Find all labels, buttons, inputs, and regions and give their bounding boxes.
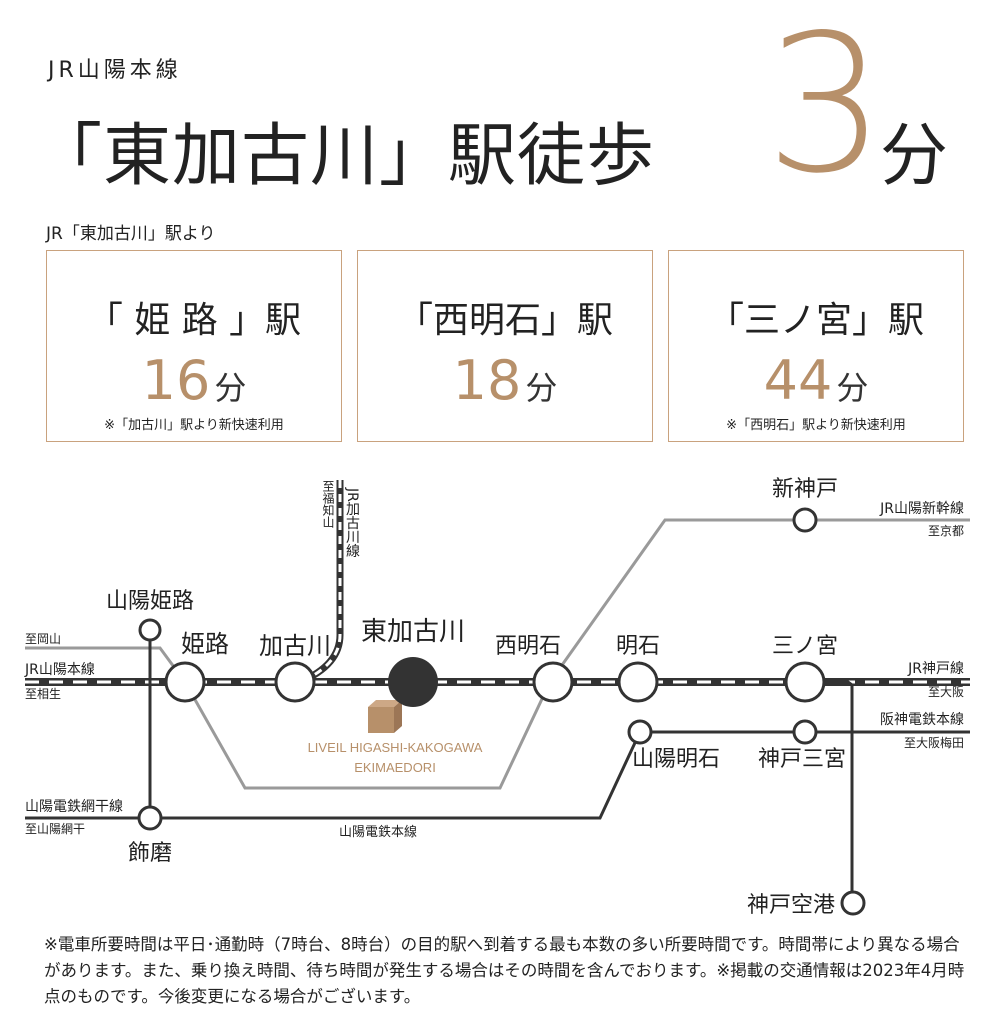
- label-nishi-akashi: 西明石: [495, 634, 561, 659]
- property-name-line2: EKIMAEDORI: [354, 760, 436, 775]
- label-jr-kakogawa-line: JR加古川線: [344, 487, 360, 558]
- label-sanyo-akashi: 山陽明石: [632, 747, 720, 772]
- label-to-osaka: 至大阪: [928, 685, 964, 699]
- shinkansen-line: [548, 518, 970, 683]
- station-shin-kobe: [792, 507, 818, 533]
- route-map: LIVEIL HIGASHI-KAKOGAWA EKIMAEDORI 山陽姫路 …: [24, 477, 970, 918]
- label-kakogawa: 加古川: [259, 632, 331, 660]
- label-shikama: 飾磨: [128, 841, 172, 866]
- label-to-okayama: 至岡山: [25, 632, 61, 646]
- walk-minutes: 3: [765, 0, 886, 215]
- label-kobe-sannomiya: 神戸三宮: [758, 747, 846, 772]
- station-akashi: [617, 661, 659, 703]
- label-hanshin-main: 阪神電鉄本線: [880, 712, 964, 728]
- label-to-sanyo-aboshi: 至山陽網干: [25, 822, 85, 836]
- label-sanyo-aboshi-line: 山陽電鉄網干線: [25, 799, 123, 815]
- from-label: JR「東加古川」駅より: [46, 224, 216, 244]
- label-akashi: 明石: [616, 634, 660, 659]
- box-minutes: 18: [452, 349, 522, 412]
- box-minutes: 16: [141, 349, 211, 412]
- label-to-osaka-umeda: 至大阪梅田: [904, 735, 964, 750]
- box-note: ※「加古川」駅より新快速利用: [104, 418, 284, 433]
- property-icon: [368, 700, 402, 733]
- label-to-kyoto: 至京都: [928, 524, 964, 538]
- station-sanyo-himeji: [138, 618, 162, 642]
- station-nishi-akashi: [532, 661, 574, 703]
- station-kobe-airport: [840, 890, 866, 916]
- line-name: JR山陽本線: [48, 58, 182, 83]
- box-unit: 分: [525, 369, 558, 407]
- label-higashi-kakogawa: 東加古川: [361, 617, 465, 647]
- station-himeji: [164, 661, 206, 703]
- label-jr-sanyo-shinkansen: JR山陽新幹線: [879, 500, 964, 517]
- box-station: 「 姫 路 」駅: [86, 300, 302, 341]
- port-liner-line: [805, 680, 854, 902]
- station-sannomiya: [784, 661, 826, 703]
- label-kobe-airport: 神戸空港: [747, 893, 835, 918]
- headline: 「東加古川」駅徒歩: [34, 117, 656, 196]
- label-jr-sanyo-main: JR山陽本線: [24, 662, 95, 678]
- property-name-line1: LIVEIL HIGASHI-KAKOGAWA: [308, 740, 483, 755]
- label-himeji: 姫路: [181, 630, 229, 658]
- shinkansen-himeji-branch: [183, 681, 552, 790]
- box-station: 「西明石」駅: [396, 300, 613, 341]
- label-shin-kobe: 新神戸: [772, 477, 838, 502]
- label-sanyo-main: 山陽電鉄本線: [339, 824, 417, 840]
- label-to-fukuchiyama: 至福知山: [321, 480, 335, 528]
- station-kakogawa: [274, 661, 316, 703]
- station-shikama: [137, 805, 163, 831]
- label-jr-kobe-line: JR神戸線: [907, 661, 964, 677]
- box-minutes: 44: [763, 349, 833, 412]
- box-station: 「三ノ宮」駅: [707, 300, 924, 341]
- sanyo-main-line: [148, 630, 970, 820]
- walk-minutes-unit: 分: [880, 117, 949, 196]
- station-sanyo-akashi: [627, 719, 653, 745]
- label-sannomiya: 三ノ宮: [772, 634, 838, 659]
- label-to-aioi: 至相生: [25, 687, 61, 701]
- box-unit: 分: [214, 369, 247, 407]
- label-sanyo-himeji: 山陽姫路: [106, 589, 194, 614]
- station-kobe-sannomiya: [792, 719, 818, 745]
- box-note: ※「西明石」駅より新快速利用: [726, 418, 906, 433]
- station-higashi-kakogawa: [388, 657, 438, 707]
- box-unit: 分: [836, 369, 869, 407]
- footnote: ※電車所要時間は平日･通勤時（7時台、8時台）の目的駅へ到着する最も本数の多い所…: [44, 935, 965, 1006]
